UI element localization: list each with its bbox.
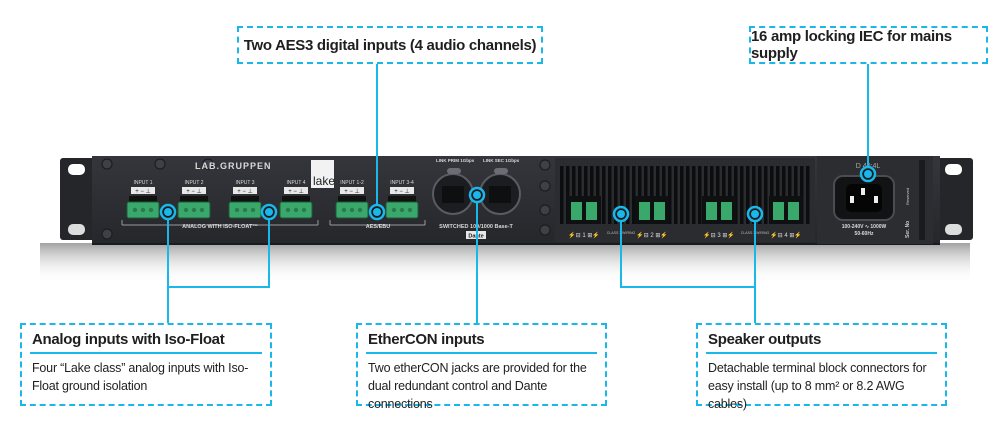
- svg-text:+ − ⊥: + − ⊥: [344, 188, 360, 195]
- rack-hole: [68, 164, 85, 175]
- rack-hole: [945, 164, 962, 175]
- rack-hole: [68, 224, 85, 235]
- speaker-output-1: ⚡⊟ 1 ⊞⚡: [567, 196, 601, 239]
- speaker-output-label: ⚡⊟ 3 ⊞⚡: [703, 231, 735, 239]
- callout-aes3: Two AES3 digital inputs (4 audio channel…: [237, 26, 543, 64]
- power-rating: 100-240V ∿ 1000W: [842, 224, 887, 230]
- terminal-connector: [721, 202, 732, 220]
- svg-text:+ − ⊥: + − ⊥: [288, 188, 304, 195]
- input-label: INPUT 3-4: [390, 180, 414, 186]
- svg-text:+ − ⊥: + − ⊥: [394, 188, 410, 195]
- network-led-labels-primary: LINK PRIM 1Gbps: [436, 158, 475, 163]
- callout-speaker-title: Speaker outputs: [706, 325, 937, 354]
- callout-analog-body: Four “Lake class” analog inputs with Iso…: [32, 361, 249, 393]
- speaker-output-label: ⚡⊟ 4 ⊞⚡: [770, 231, 802, 239]
- terminal-connector: [788, 202, 799, 220]
- reserved-label: Reserved: [905, 188, 910, 205]
- aes-section-label: AES/EBU: [366, 224, 390, 230]
- analog-input-4: INPUT 4 + − ⊥: [279, 180, 313, 219]
- connector-ethercon: [476, 192, 478, 324]
- callout-speaker: Speaker outputs Detachable terminal bloc…: [696, 323, 947, 411]
- connector-analog-2: [268, 208, 270, 288]
- terminal-connector: [571, 202, 582, 220]
- rack-ear-right: [935, 158, 973, 240]
- connector-speaker-1: [620, 208, 622, 288]
- svg-text:+ − ⊥: + − ⊥: [237, 188, 253, 195]
- analog-section-label: ANALOG WITH ISO-FLOAT™: [182, 224, 258, 230]
- connector-analog-h: [167, 286, 270, 288]
- terminal-connector: [654, 202, 665, 220]
- lake-logo: lake: [313, 174, 335, 188]
- speaker-output-label: ⚡⊟ 1 ⊞⚡: [568, 231, 600, 239]
- speaker-output-2: ⚡⊟ 2 ⊞⚡: [635, 196, 669, 239]
- svg-text:+ − ⊥: + − ⊥: [186, 188, 202, 195]
- analog-input-1: INPUT 1 + − ⊥: [126, 180, 160, 219]
- brand-logo: LAB.GRUPPEN: [195, 161, 272, 171]
- terminal-connector: [639, 202, 650, 220]
- power-frequency: 50-60Hz: [855, 231, 874, 237]
- input-label: INPUT 2: [184, 180, 203, 186]
- callout-iec-label: 16 amp locking IEC for mains supply: [751, 28, 952, 62]
- rack-ear-left: [60, 158, 98, 240]
- callout-ethercon-body: Two etherCON jacks are provided for the …: [368, 361, 587, 411]
- connector-iec: [867, 62, 869, 176]
- callout-iec: 16 amp locking IEC for mains supply: [749, 26, 988, 64]
- rack-hole: [945, 224, 962, 235]
- terminal-connector: [586, 202, 597, 220]
- callout-ethercon-title: EtherCON inputs: [366, 325, 597, 354]
- input-label: INPUT 3: [235, 180, 254, 186]
- connector-speaker-h: [620, 286, 756, 288]
- callout-analog-title: Analog inputs with Iso-Float: [30, 325, 262, 354]
- analog-input-2: INPUT 2 + − ⊥: [177, 180, 211, 219]
- speaker-output-label: ⚡⊟ 2 ⊞⚡: [636, 231, 668, 239]
- svg-text:+ − ⊥: + − ⊥: [135, 188, 151, 195]
- callout-speaker-body: Detachable terminal block connectors for…: [708, 361, 927, 411]
- input-label: INPUT 4: [286, 180, 305, 186]
- callout-ethercon: EtherCON inputs Two etherCON jacks are p…: [356, 323, 607, 411]
- aes-input-1: INPUT 1-2 + − ⊥: [335, 180, 369, 219]
- speaker-output-4: ⚡⊟ 4 ⊞⚡: [769, 196, 803, 239]
- lake-logo-box: [311, 160, 334, 188]
- analog-input-3: INPUT 3 + − ⊥: [228, 180, 262, 219]
- terminal-connector: [706, 202, 717, 220]
- speaker-output-3: ⚡⊟ 3 ⊞⚡: [702, 196, 736, 239]
- device-shadow: [40, 243, 970, 283]
- input-label: INPUT 1-2: [340, 180, 364, 186]
- connector-speaker-2: [754, 208, 756, 324]
- network-led-labels-secondary: LINK SEC 1Gbps: [483, 158, 520, 163]
- connector-aes3: [376, 62, 378, 208]
- connector-analog-1: [167, 208, 169, 324]
- callout-aes3-label: Two AES3 digital inputs (4 audio channel…: [243, 36, 537, 54]
- input-label: INPUT 1: [133, 180, 152, 186]
- callout-analog: Analog inputs with Iso-Float Four “Lake …: [20, 323, 272, 406]
- terminal-connector: [773, 202, 784, 220]
- aes-input-2: INPUT 3-4 + − ⊥: [385, 180, 419, 219]
- serial-number-label: Ser. No: [905, 221, 911, 238]
